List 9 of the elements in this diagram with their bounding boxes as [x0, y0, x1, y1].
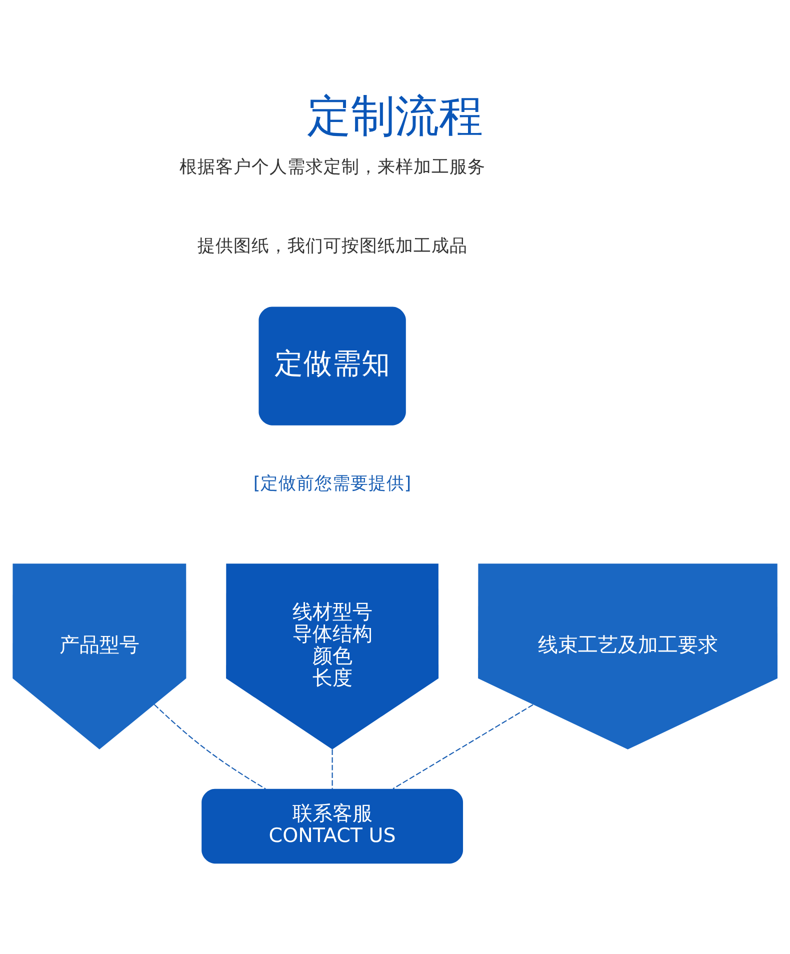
label: 根据客户个人需求定制，来样加工服务: [179, 156, 486, 177]
label: [定做前您需要提供]: [253, 473, 412, 494]
connector: [392, 704, 534, 789]
label: 提供图纸，我们可按图纸加工成品: [197, 236, 468, 256]
node-box: 定做需知: [258, 306, 406, 425]
node-box: 联系客服 CONTACT US: [202, 788, 464, 864]
connector: [154, 704, 266, 789]
diagram-title: 定制流程: [307, 90, 483, 142]
connector: [332, 748, 333, 788]
